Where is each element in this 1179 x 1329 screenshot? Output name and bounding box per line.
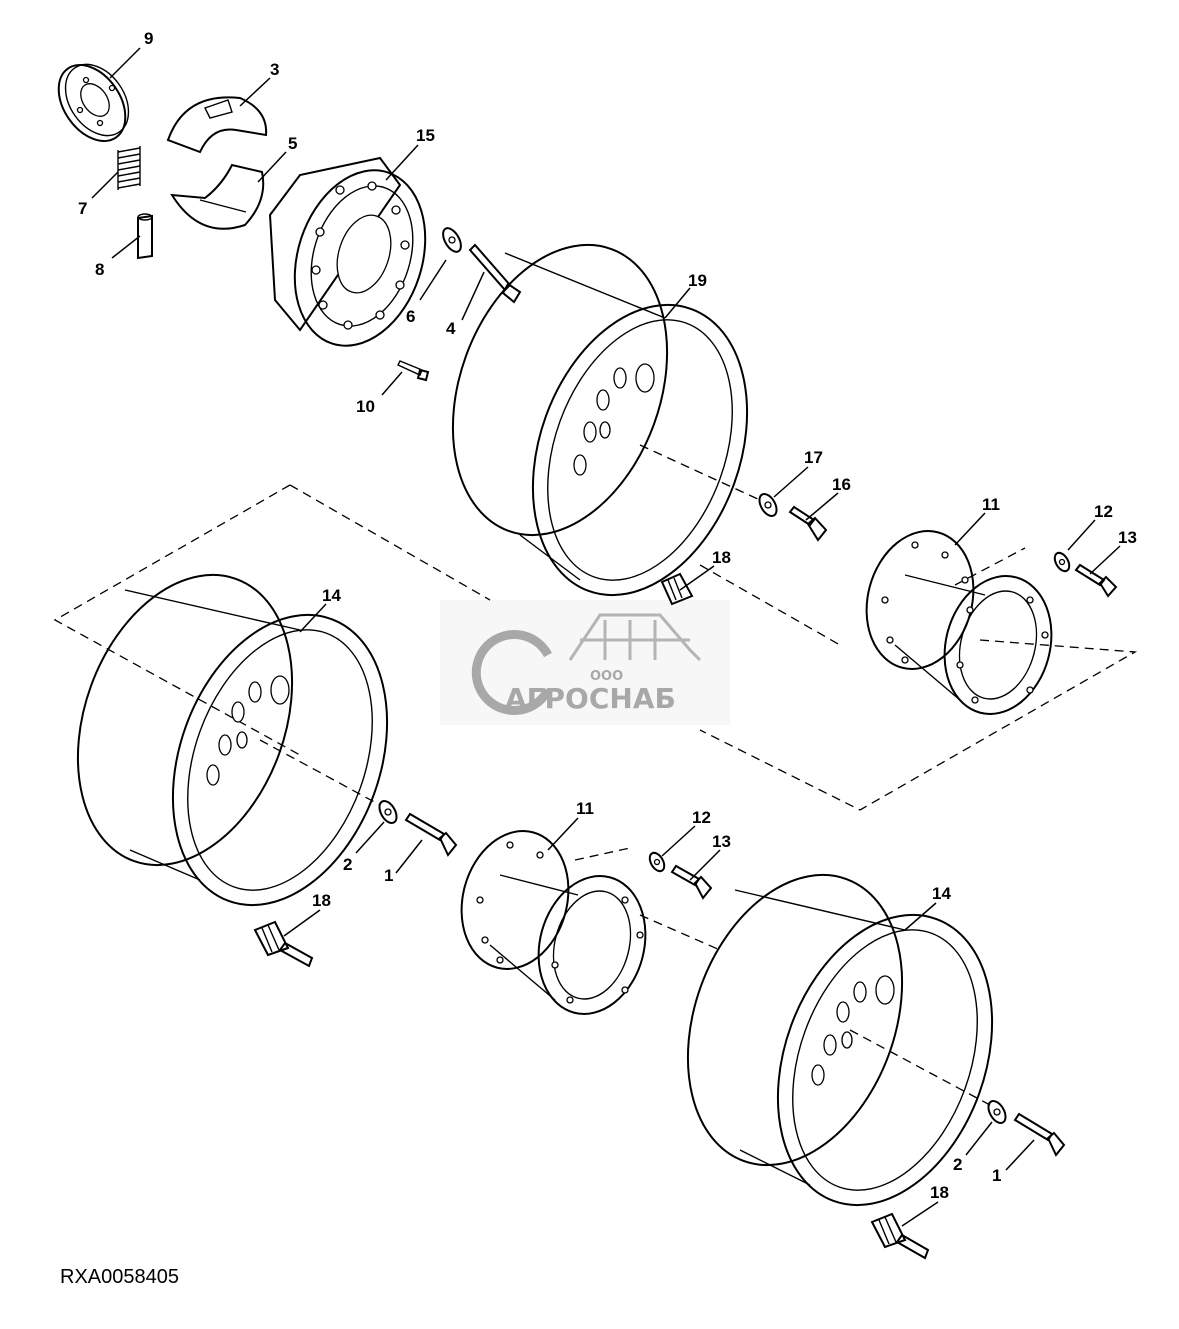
callout-16: 16 (832, 475, 851, 494)
callout-13a: 13 (1118, 528, 1137, 547)
callout-2b: 2 (953, 1155, 962, 1174)
pin-part-8[interactable] (137, 213, 153, 260)
callout-3: 3 (270, 60, 279, 79)
washer-part-12a[interactable] (1052, 550, 1072, 573)
callout-labels: 9 3 5 15 7 8 6 4 10 19 17 16 11 12 13 18… (78, 29, 1137, 1202)
callout-5: 5 (288, 134, 297, 153)
washer-part-12b[interactable] (647, 850, 667, 873)
callout-10: 10 (356, 397, 375, 416)
hub-part-15[interactable] (268, 153, 447, 363)
valve-part-18a[interactable] (660, 572, 694, 606)
assembly-dashed-lines (53, 444, 1138, 1106)
tractor-logo-icon (568, 613, 702, 662)
valve-part-18c[interactable] (870, 1212, 930, 1260)
figure-id: RXA0058405 (60, 1266, 179, 1288)
bolt-part-1b[interactable] (1013, 1112, 1066, 1157)
wheel-rim-part-14b[interactable] (650, 845, 1031, 1235)
bolt-part-1a[interactable] (404, 812, 458, 857)
washer-part-6[interactable] (439, 225, 464, 255)
lower-half-shell-part-5[interactable] (170, 163, 265, 230)
callout-1b: 1 (992, 1166, 1001, 1185)
callout-6: 6 (406, 307, 415, 326)
callout-15: 15 (416, 126, 435, 145)
callout-12a: 12 (1094, 502, 1113, 521)
leader-lines (91, 47, 1121, 1227)
bolt-part-16[interactable] (788, 505, 828, 542)
callout-18b: 18 (312, 891, 331, 910)
rim-bolt-holes (573, 363, 655, 476)
callout-11a: 11 (982, 495, 1000, 514)
callout-7: 7 (78, 199, 87, 218)
callout-18c: 18 (930, 1183, 949, 1202)
bolt-part-4[interactable] (468, 243, 522, 304)
callout-14b: 14 (932, 884, 951, 903)
spacer-part-11a[interactable] (852, 519, 1067, 726)
callout-1a: 1 (384, 866, 393, 885)
callout-19: 19 (688, 271, 707, 290)
gear-logo-icon (471, 630, 552, 715)
wheel-rim-part-19[interactable] (415, 215, 786, 625)
valve-part-18b[interactable] (253, 920, 314, 968)
upper-half-shell-part-3[interactable] (166, 96, 268, 154)
bolt-part-13b[interactable] (670, 864, 713, 900)
washer-part-2a[interactable] (376, 798, 400, 826)
callout-12b: 12 (692, 808, 711, 827)
washer-part-2b[interactable] (985, 1098, 1009, 1126)
watermark-company: АГРОСНАБ (505, 682, 676, 715)
callout-11b: 11 (576, 799, 594, 818)
callout-18a: 18 (712, 548, 731, 567)
callout-8: 8 (95, 260, 104, 279)
callout-17: 17 (804, 448, 823, 467)
agrosnab-watermark: ООО АГРОСНАБ (440, 600, 730, 725)
washer-part-17[interactable] (756, 491, 780, 519)
callout-2a: 2 (343, 855, 352, 874)
wheel-rim-part-14a[interactable] (40, 545, 426, 935)
ring-plate-part-9[interactable] (45, 53, 142, 154)
callout-13b: 13 (712, 832, 731, 851)
bolt-part-13a[interactable] (1074, 563, 1118, 598)
callout-4: 4 (446, 319, 456, 338)
hub-bolt-holes (311, 181, 410, 330)
small-bolt-part-10[interactable] (397, 360, 430, 382)
watermark-prefix: ООО (590, 669, 623, 684)
callout-9: 9 (144, 29, 153, 48)
spacer-part-11b[interactable] (447, 819, 661, 1026)
callout-14a: 14 (322, 586, 341, 605)
spring-part-7[interactable] (117, 146, 141, 190)
